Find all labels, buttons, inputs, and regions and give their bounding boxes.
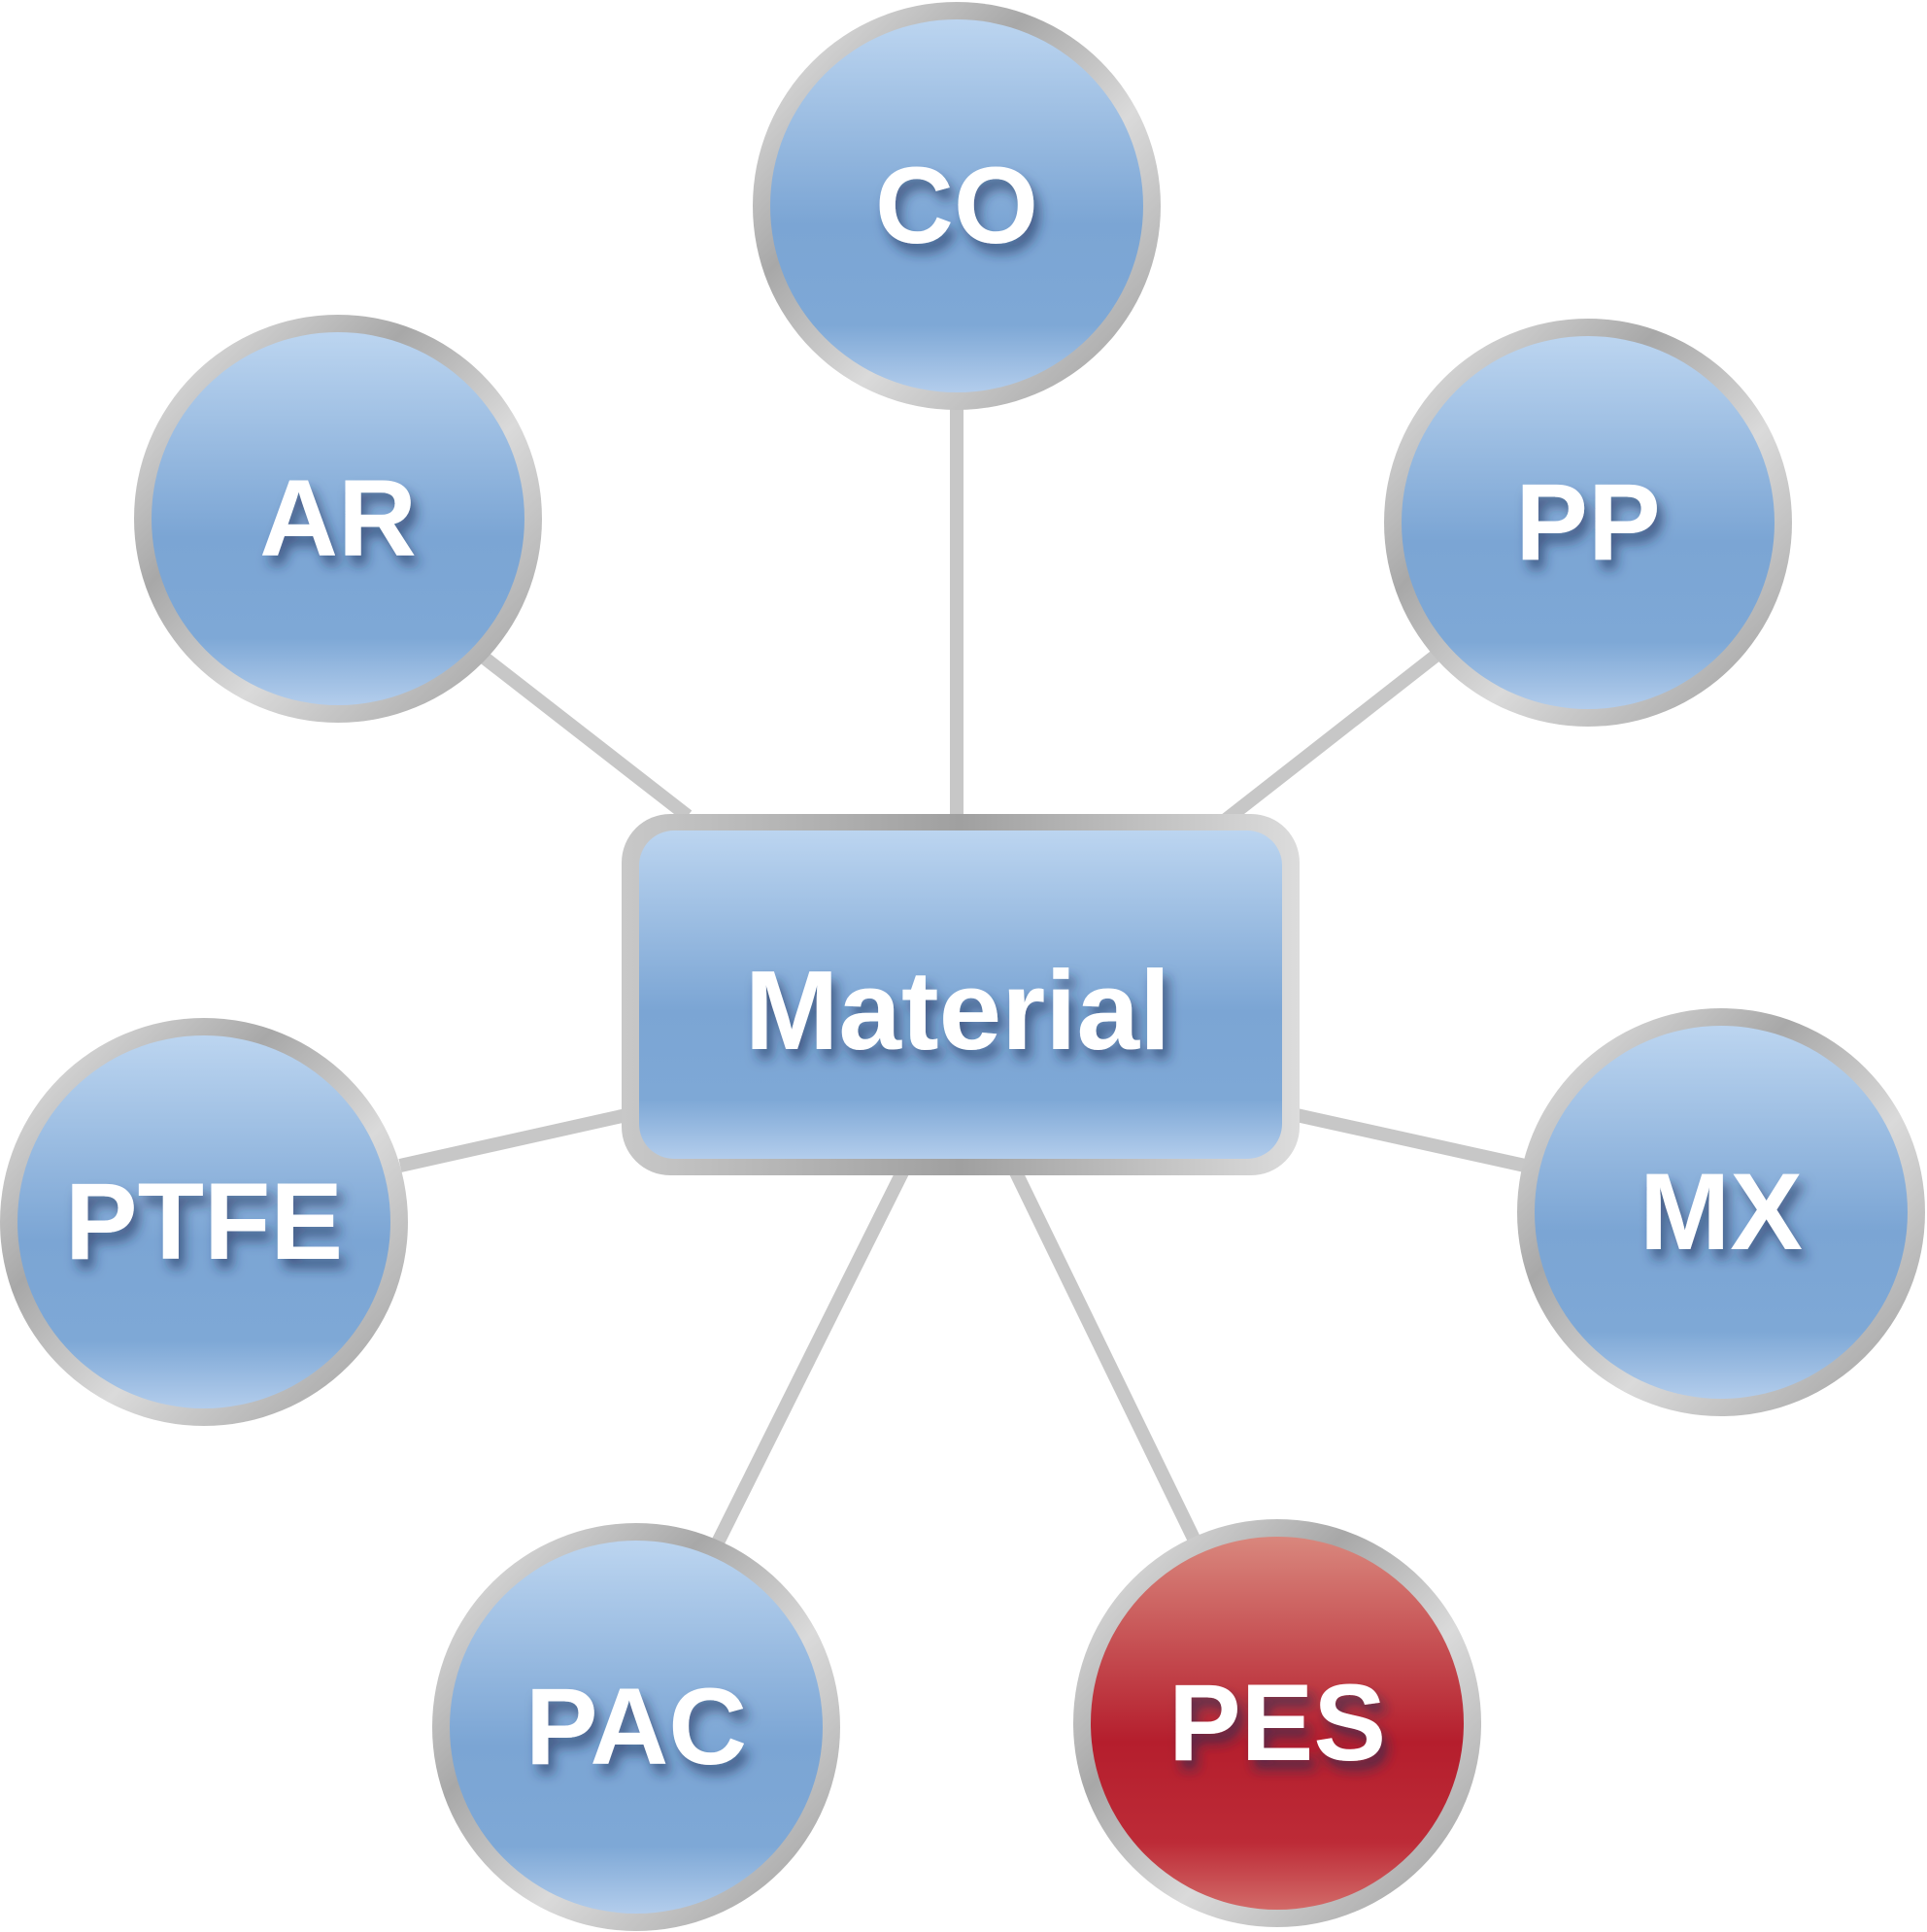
- node-fill: [450, 1541, 823, 1914]
- connectors: [398, 398, 1527, 1548]
- node-label-pp: PP: [1515, 461, 1660, 583]
- node-fill: [1091, 1537, 1464, 1910]
- node-fill: [1402, 336, 1775, 709]
- node-pp: PP: [1384, 319, 1792, 727]
- node-fill: [152, 332, 524, 705]
- node-fill: [17, 1035, 390, 1408]
- node-pac: PAC: [432, 1523, 840, 1931]
- node-mx: MX: [1517, 1008, 1925, 1416]
- connector-pac: [710, 1167, 910, 1548]
- hub-material: Material: [622, 814, 1300, 1175]
- hub-label: Material: [745, 947, 1170, 1073]
- node-label-pac: PAC: [525, 1666, 747, 1787]
- node-fill: [1535, 1026, 1908, 1399]
- node-ar: AR: [134, 315, 542, 723]
- node-label-ptfe: PTFE: [65, 1161, 343, 1282]
- node-label-ar: AR: [259, 458, 417, 579]
- node-label-co: CO: [875, 145, 1038, 266]
- node-co: CO: [753, 2, 1161, 410]
- node-label-mx: MX: [1640, 1151, 1803, 1272]
- connector-pp: [1221, 647, 1444, 826]
- connector-ptfe: [398, 1108, 628, 1172]
- node-fill: [770, 19, 1143, 392]
- hub-box: [639, 830, 1282, 1159]
- connector-mx: [1295, 1108, 1527, 1172]
- node-pes: PES: [1073, 1519, 1481, 1927]
- node-label-pes: PES: [1168, 1662, 1386, 1783]
- connector-ar: [473, 647, 693, 822]
- connector-pes: [1008, 1167, 1203, 1548]
- node-ptfe: PTFE: [0, 1018, 408, 1426]
